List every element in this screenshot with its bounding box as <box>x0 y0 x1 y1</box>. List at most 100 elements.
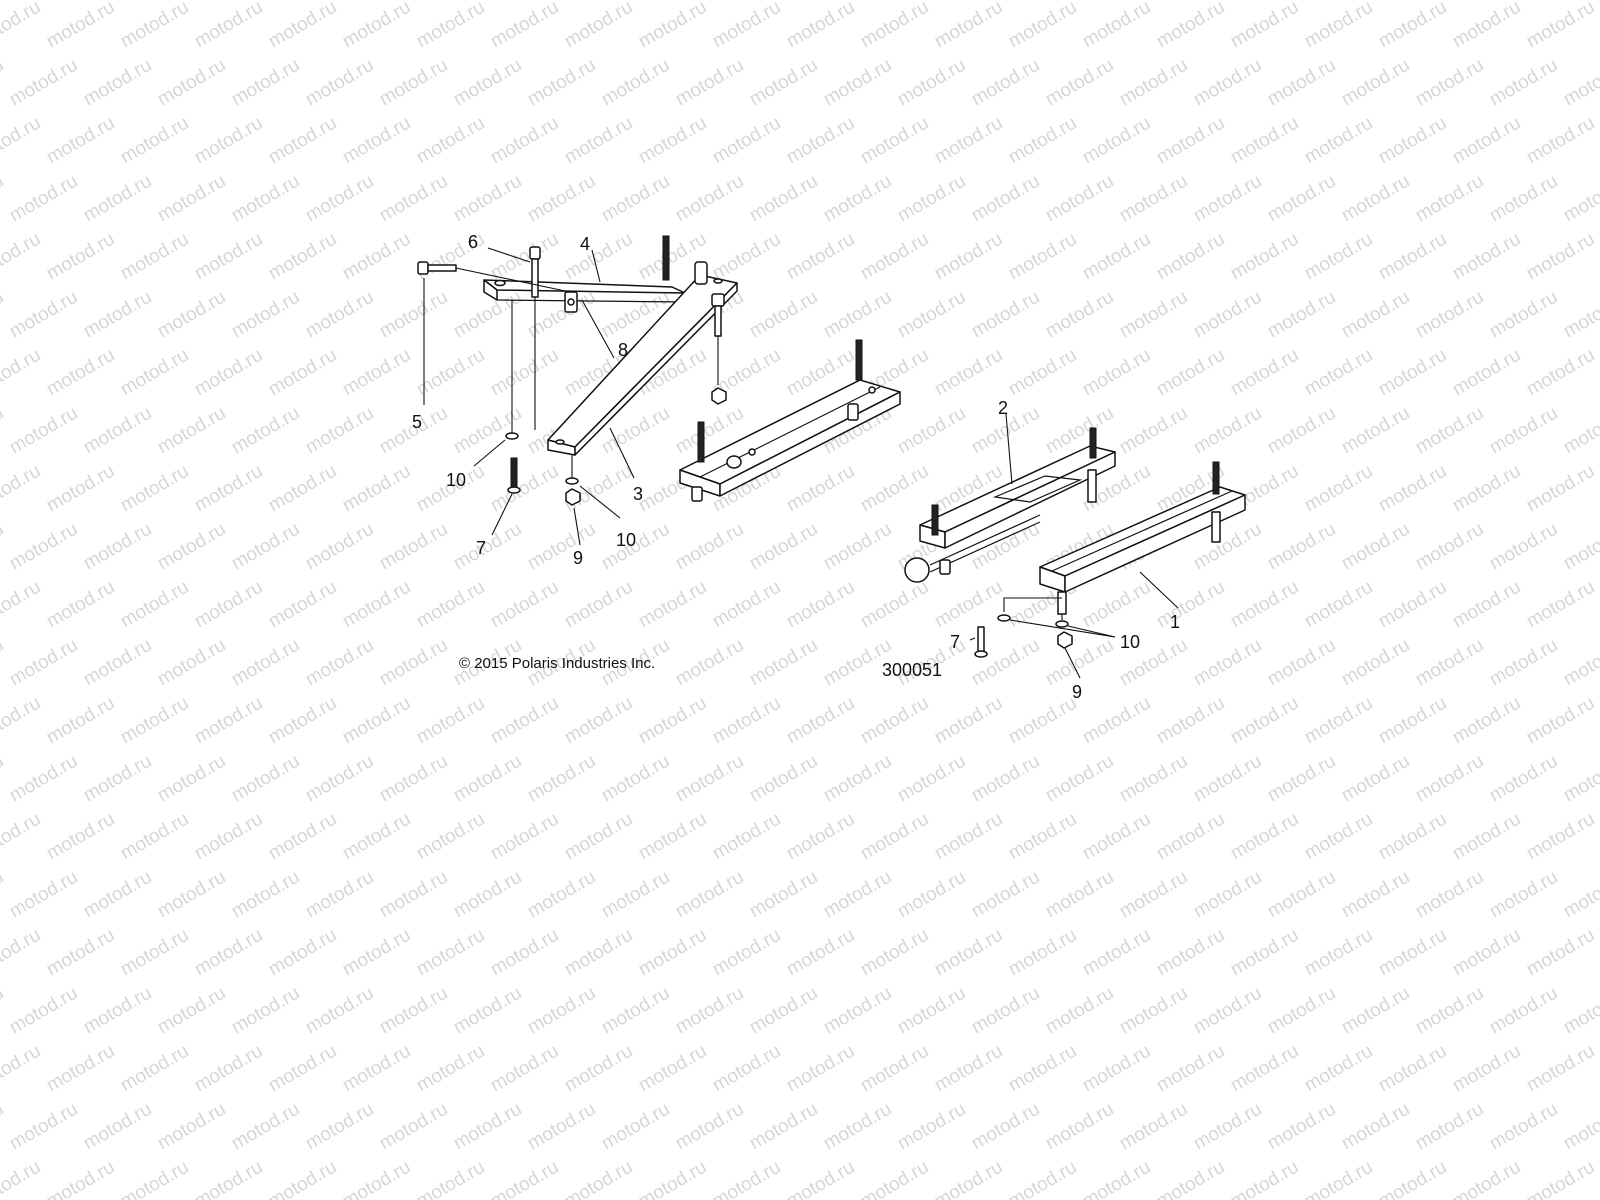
watermark-text: motod.ru <box>1116 1099 1191 1155</box>
watermark-text: motod.ru <box>1264 519 1339 575</box>
watermark-text: motod.ru <box>43 0 118 52</box>
watermark-text: motod.ru <box>6 635 81 691</box>
watermark-text: motod.ru <box>302 983 377 1039</box>
watermark-text: motod.ru <box>1523 0 1598 52</box>
watermark-text: motod.ru <box>931 1157 1006 1200</box>
watermark-text: motod.ru <box>820 983 895 1039</box>
watermark-text: motod.ru <box>1486 287 1561 343</box>
watermark-text: motod.ru <box>968 55 1043 111</box>
watermark-text: motod.ru <box>857 925 932 981</box>
watermark-text: motod.ru <box>1486 1099 1561 1155</box>
watermark-text: motod.ru <box>1375 809 1450 865</box>
watermark-text: motod.ru <box>1412 751 1487 807</box>
watermark-text: motod.ru <box>894 171 969 227</box>
watermark-text: motod.ru <box>0 0 44 52</box>
watermark-text: motod.ru <box>376 171 451 227</box>
watermark-text: motod.ru <box>1338 171 1413 227</box>
watermark-text: motod.ru <box>598 1099 673 1155</box>
watermark-text: motod.ru <box>0 345 44 401</box>
watermark-text: motod.ru <box>1153 1157 1228 1200</box>
watermark-text: motod.ru <box>598 867 673 923</box>
watermark-text: motod.ru <box>0 1099 7 1155</box>
watermark-text: motod.ru <box>117 809 192 865</box>
watermark-text: motod.ru <box>265 693 340 749</box>
watermark-text: motod.ru <box>1375 0 1450 52</box>
watermark-text: motod.ru <box>302 635 377 691</box>
watermark-text: motod.ru <box>1005 925 1080 981</box>
watermark-text: motod.ru <box>191 113 266 169</box>
watermark-text: motod.ru <box>265 577 340 633</box>
watermark-text: motod.ru <box>1153 345 1228 401</box>
watermark-text: motod.ru <box>487 345 562 401</box>
watermark-text: motod.ru <box>0 1041 44 1097</box>
watermark-text: motod.ru <box>487 0 562 52</box>
watermark-text: motod.ru <box>524 519 599 575</box>
watermark-text: motod.ru <box>43 577 118 633</box>
callout-7: 7 <box>950 632 960 652</box>
watermark-text: motod.ru <box>117 1157 192 1200</box>
watermark-text: motod.ru <box>1264 55 1339 111</box>
watermark-text: motod.ru <box>80 983 155 1039</box>
watermark-text: motod.ru <box>1560 403 1600 459</box>
watermark-text: motod.ru <box>413 925 488 981</box>
watermark-text: motod.ru <box>672 519 747 575</box>
watermark-text: motod.ru <box>1005 1157 1080 1200</box>
watermark-text: motod.ru <box>80 171 155 227</box>
watermark-text: motod.ru <box>1449 229 1524 285</box>
watermark-text: motod.ru <box>265 1041 340 1097</box>
watermark-text: motod.ru <box>1264 751 1339 807</box>
watermark-text: motod.ru <box>709 925 784 981</box>
watermark-text: motod.ru <box>894 1099 969 1155</box>
watermark-text: motod.ru <box>1079 1041 1154 1097</box>
watermark-text: motod.ru <box>43 693 118 749</box>
watermark-text: motod.ru <box>302 867 377 923</box>
watermark-text: motod.ru <box>1227 925 1302 981</box>
watermark-text: motod.ru <box>968 983 1043 1039</box>
watermark-text: motod.ru <box>783 693 858 749</box>
copyright-notice: © 2015 Polaris Industries Inc. <box>459 655 655 672</box>
part-1-rail <box>1039 461 1246 615</box>
callouts: 6 4 8 5 10 3 7 9 10 2 1 7 10 9 <box>412 232 1180 702</box>
watermark-text: motod.ru <box>1486 171 1561 227</box>
watermark-text: motod.ru <box>1412 635 1487 691</box>
watermark-text: motod.ru <box>857 229 932 285</box>
watermark-text: motod.ru <box>598 983 673 1039</box>
watermark-text: motod.ru <box>1301 577 1376 633</box>
callout-3: 3 <box>633 484 643 504</box>
watermark-text: motod.ru <box>376 635 451 691</box>
watermark-text: motod.ru <box>450 55 525 111</box>
watermark-text: motod.ru <box>635 809 710 865</box>
watermark-text: motod.ru <box>857 809 932 865</box>
watermark-text: motod.ru <box>1449 809 1524 865</box>
watermark-text: motod.ru <box>931 925 1006 981</box>
watermark-text: motod.ru <box>191 577 266 633</box>
watermark-text: motod.ru <box>376 751 451 807</box>
watermark-text: motod.ru <box>117 577 192 633</box>
watermark-text: motod.ru <box>672 867 747 923</box>
watermark-text: motod.ru <box>376 1099 451 1155</box>
watermark-text: motod.ru <box>1153 925 1228 981</box>
watermark-text: motod.ru <box>1042 1099 1117 1155</box>
watermark-text: motod.ru <box>487 461 562 517</box>
watermark-text: motod.ru <box>746 287 821 343</box>
leader-lines <box>423 247 1179 679</box>
watermark-text: motod.ru <box>6 983 81 1039</box>
watermark-text: motod.ru <box>1301 1157 1376 1200</box>
watermark-text: motod.ru <box>1264 983 1339 1039</box>
watermark-text: motod.ru <box>1190 867 1265 923</box>
watermark-text: motod.ru <box>561 577 636 633</box>
watermark-text: motod.ru <box>0 113 44 169</box>
watermark-text: motod.ru <box>561 0 636 52</box>
watermark-text: motod.ru <box>1264 635 1339 691</box>
watermark-text: motod.ru <box>413 809 488 865</box>
watermark-text: motod.ru <box>1560 519 1600 575</box>
watermark-text: motod.ru <box>1116 403 1191 459</box>
watermark-text: motod.ru <box>1338 983 1413 1039</box>
watermark-text: motod.ru <box>857 693 932 749</box>
watermark-text: motod.ru <box>746 171 821 227</box>
watermark-text: motod.ru <box>1190 635 1265 691</box>
watermark-text: motod.ru <box>1449 925 1524 981</box>
watermark-text: motod.ru <box>1264 1099 1339 1155</box>
watermark-text: motod.ru <box>1301 345 1376 401</box>
